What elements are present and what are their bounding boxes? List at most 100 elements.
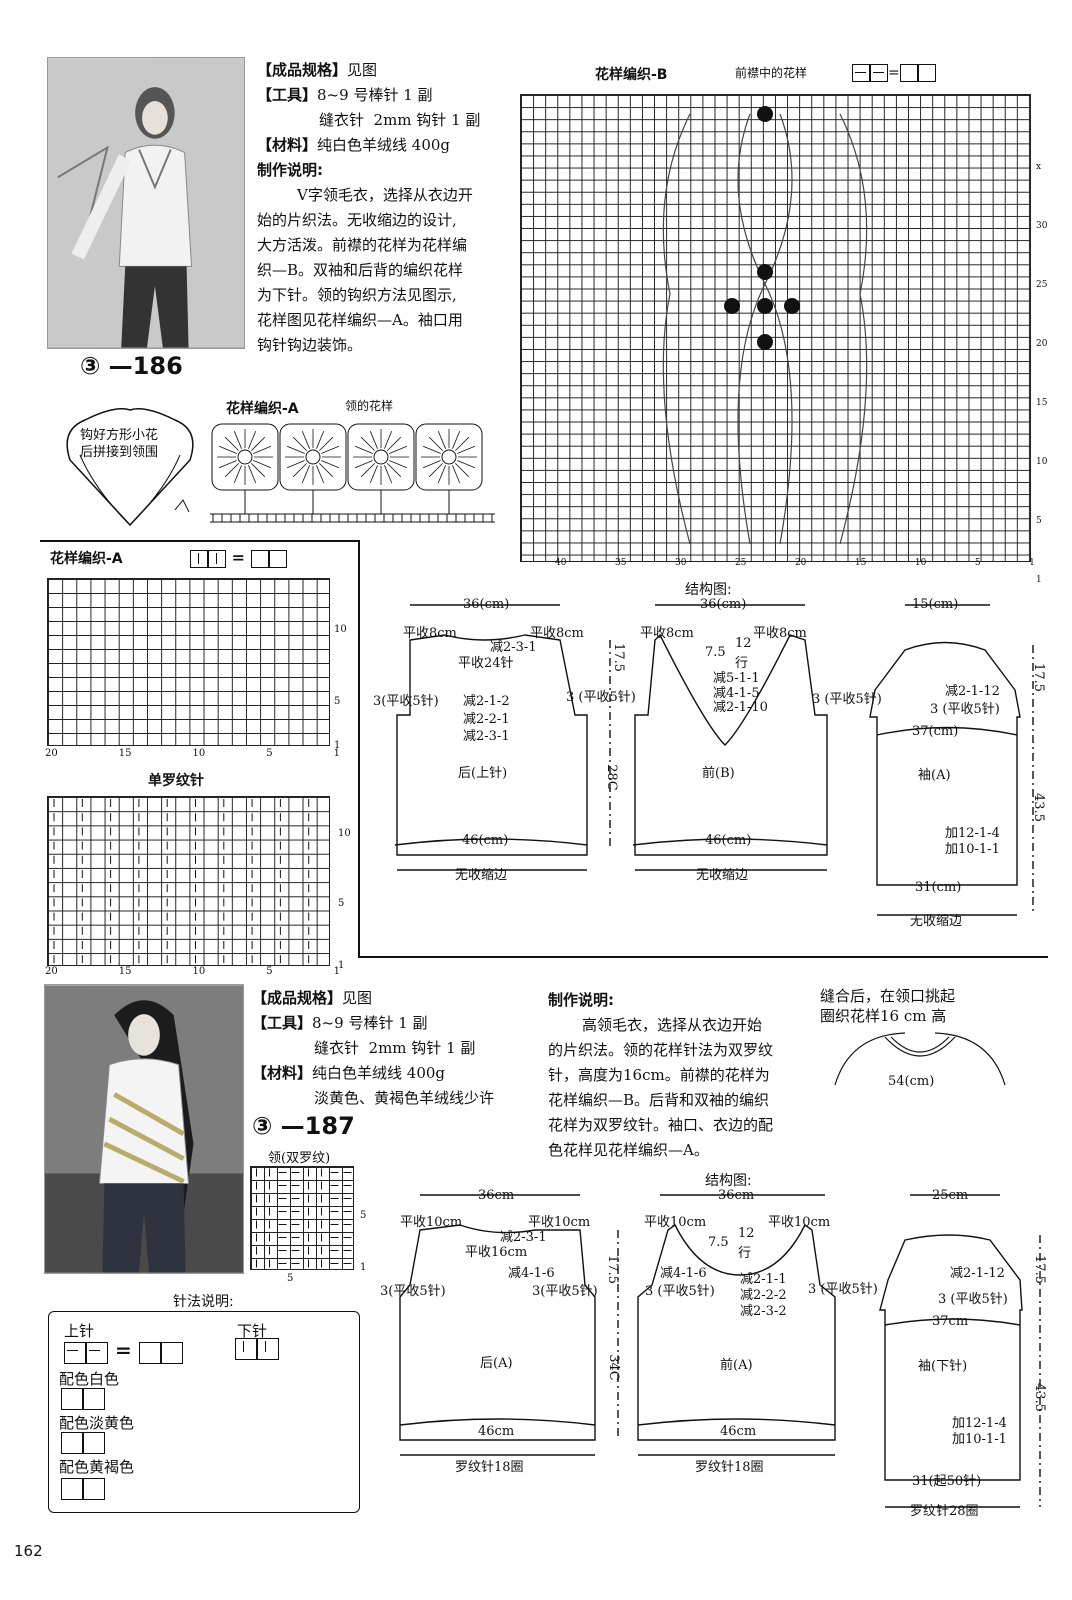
- sleeve-height-2: 43.5: [1030, 793, 1046, 822]
- material-line: 【材料】纯白色羊绒线 400g: [252, 1064, 446, 1082]
- back-bind-right: 平收8cm: [530, 626, 584, 641]
- row-label: 20: [1036, 339, 1048, 349]
- col-label: 20: [45, 966, 58, 977]
- front-dec-1: 减5-1-1: [713, 671, 760, 686]
- legend-purl-symbol: [208, 549, 226, 568]
- neck-opening-diagram: [834, 1032, 1006, 1086]
- instructions-label: 制作说明:: [548, 991, 614, 1009]
- back-panel-outline: [396, 634, 588, 856]
- tools-line: 【工具】8~9 号棒针 1 副: [252, 1014, 428, 1032]
- row-label: 10: [1036, 457, 1048, 467]
- legend-knit-symbol: [870, 63, 888, 82]
- back-dec-3: 减2-3-1: [463, 729, 510, 744]
- sleeve-inc-2: 加10-1-1: [945, 842, 1000, 857]
- front-depth: 7.5: [708, 1235, 729, 1250]
- row-label: 15: [1036, 398, 1048, 408]
- spec-block-187: 【成品规格】见图 【工具】8~9 号棒针 1 副 缝衣针 2mm 钩针 1 副 …: [252, 986, 542, 1111]
- stitch-legend-box: 上针 = 下针 配色白色 配色淡黄色 配色黄褐色: [48, 1311, 360, 1513]
- spec-block-186: 【成品规格】见图 【工具】8~9 号棒针 1 副 缝衣针 2mm 钩针 1 副 …: [257, 58, 502, 358]
- pattern-a-grid-title: 花样编织-A: [50, 551, 123, 567]
- row-label: 25: [1036, 280, 1048, 290]
- front-bottom-width: 46(cm): [705, 833, 752, 848]
- legend-blank-symbol: [268, 549, 287, 568]
- legend-white-label: 配色白色: [59, 1370, 120, 1388]
- col-label: 5: [287, 1273, 294, 1284]
- legend-blank-symbol: [899, 63, 918, 82]
- back-bottom-width: 46cm: [478, 1424, 515, 1439]
- pattern-b-title: 花样编织-B: [595, 67, 668, 83]
- neck-note: 缝合后，在领口挑起 圈织花样16 cm 高: [820, 986, 955, 1026]
- pattern-b-grid: [520, 94, 1031, 562]
- front-edge-note: 无收缩边: [696, 868, 749, 883]
- legend-white-swatch: [61, 1388, 105, 1410]
- crochet-flower-motif: [211, 423, 279, 514]
- back-edge-note: 罗纹针18圈: [455, 1460, 524, 1475]
- front-rows: 12: [735, 636, 752, 651]
- col-label: 20: [794, 558, 807, 568]
- neck-note-line: 圈织花样16 cm 高: [820, 1007, 947, 1025]
- crochet-motif-row: [211, 423, 483, 514]
- row-label: 1: [338, 960, 345, 971]
- section-frame-bottom: [358, 956, 1048, 958]
- collar-187-grid: [250, 1166, 354, 1270]
- back-dec-1: 减4-1-6: [508, 1266, 555, 1281]
- front-armhole-left: 3 (平收5针): [566, 690, 636, 705]
- model-figure-186: [48, 58, 244, 348]
- pattern-a-collar-subtitle: 领的花样: [345, 399, 394, 413]
- legend-knit-label: 上针: [64, 1322, 95, 1340]
- front-panel-outline: [637, 1223, 836, 1441]
- back-dec-top: 减2-3-1: [490, 640, 537, 655]
- back-bind-mid: 平收16cm: [465, 1245, 528, 1260]
- front-dec-2: 减4-1-5: [713, 686, 760, 701]
- instruction-line: 花样编织—B。后背和双袖的编织: [548, 1091, 770, 1109]
- instruction-line: V字领毛衣，选择从衣边开: [297, 186, 473, 204]
- design-code-187: ③ —187: [252, 1112, 355, 1140]
- model-figure-187: [45, 985, 243, 1273]
- legend-title: 针法说明:: [173, 1294, 234, 1310]
- back-dec-2: 减2-2-1: [463, 712, 510, 727]
- pattern-b-row-labels: x 30 25 20 15 10 5 1: [1036, 138, 1047, 610]
- row-label: 1: [1036, 575, 1042, 585]
- legend-knit-symbols: =: [64, 1338, 183, 1364]
- collar-shape-diagram: [66, 408, 194, 527]
- tools-line: 【工具】8~9 号棒针 1 副: [257, 86, 433, 104]
- crochet-flower-motif: [415, 423, 483, 514]
- neck-note-line: 缝合后，在领口挑起: [820, 987, 956, 1005]
- col-label: 25: [734, 558, 747, 568]
- front-edge-note: 罗纹针18圈: [695, 1460, 764, 1475]
- model-photo-186: [47, 57, 245, 349]
- instruction-line: 的片织法。领的花样针法为双罗纹: [548, 1041, 774, 1059]
- blank-symbol: [138, 1341, 161, 1364]
- crochet-motif-chart: [210, 423, 495, 523]
- structure-title-186: 结构图:: [685, 582, 732, 598]
- pattern-a-grid: [47, 578, 330, 746]
- instruction-line: 为下针。领的钩织方法见图示,: [257, 286, 457, 304]
- instructions-block-187: 制作说明: 高领毛衣，选择从衣边开始 的片织法。领的花样针法为双罗纹 针，高度为…: [548, 988, 813, 1163]
- back-height-1: 17.5: [610, 643, 626, 672]
- sleeve-bottom-width: 31(cm): [915, 880, 962, 895]
- legend-knit-symbol: [852, 63, 870, 82]
- instruction-line: 钩针钩边装饰。: [257, 336, 363, 354]
- instruction-line: 色花样见花样编织—A。: [548, 1141, 709, 1159]
- front-width-label: 36cm: [718, 1188, 755, 1203]
- sleeve-upper-width: 37cm: [932, 1314, 969, 1329]
- purl-symbol: [257, 1338, 279, 1360]
- col-label: 20: [45, 748, 58, 759]
- collar-187-marks: [256, 1168, 352, 1268]
- col-label: 5: [266, 966, 273, 977]
- front-bottom-width: 46cm: [720, 1424, 757, 1439]
- instruction-line: 织—B。双袖和后背的编织花样: [257, 261, 464, 279]
- sleeve-width-label: 15(cm): [912, 597, 959, 612]
- neck-circumference: 54(cm): [888, 1074, 935, 1089]
- front-dec-3: 减2-3-2: [740, 1304, 787, 1319]
- sleeve-panel-outline: [869, 641, 1021, 886]
- sleeve-panel-outline: [879, 1234, 1023, 1481]
- material-line: 【材料】纯白色羊绒线 400g: [257, 136, 451, 154]
- col-label: 10: [192, 748, 206, 759]
- front-armhole-left: 3 (平收5针): [645, 1284, 715, 1299]
- pattern-a-col-labels: 20 15 10 5 1: [45, 748, 340, 759]
- col-label: 1: [1029, 558, 1035, 568]
- tools-line-2: 缝衣针 2mm 钩针 1 副: [314, 1039, 476, 1057]
- instruction-line: 花样为双罗纹针。袖口、衣边的配: [548, 1116, 774, 1134]
- back-panel-name: 后(上针): [458, 766, 508, 781]
